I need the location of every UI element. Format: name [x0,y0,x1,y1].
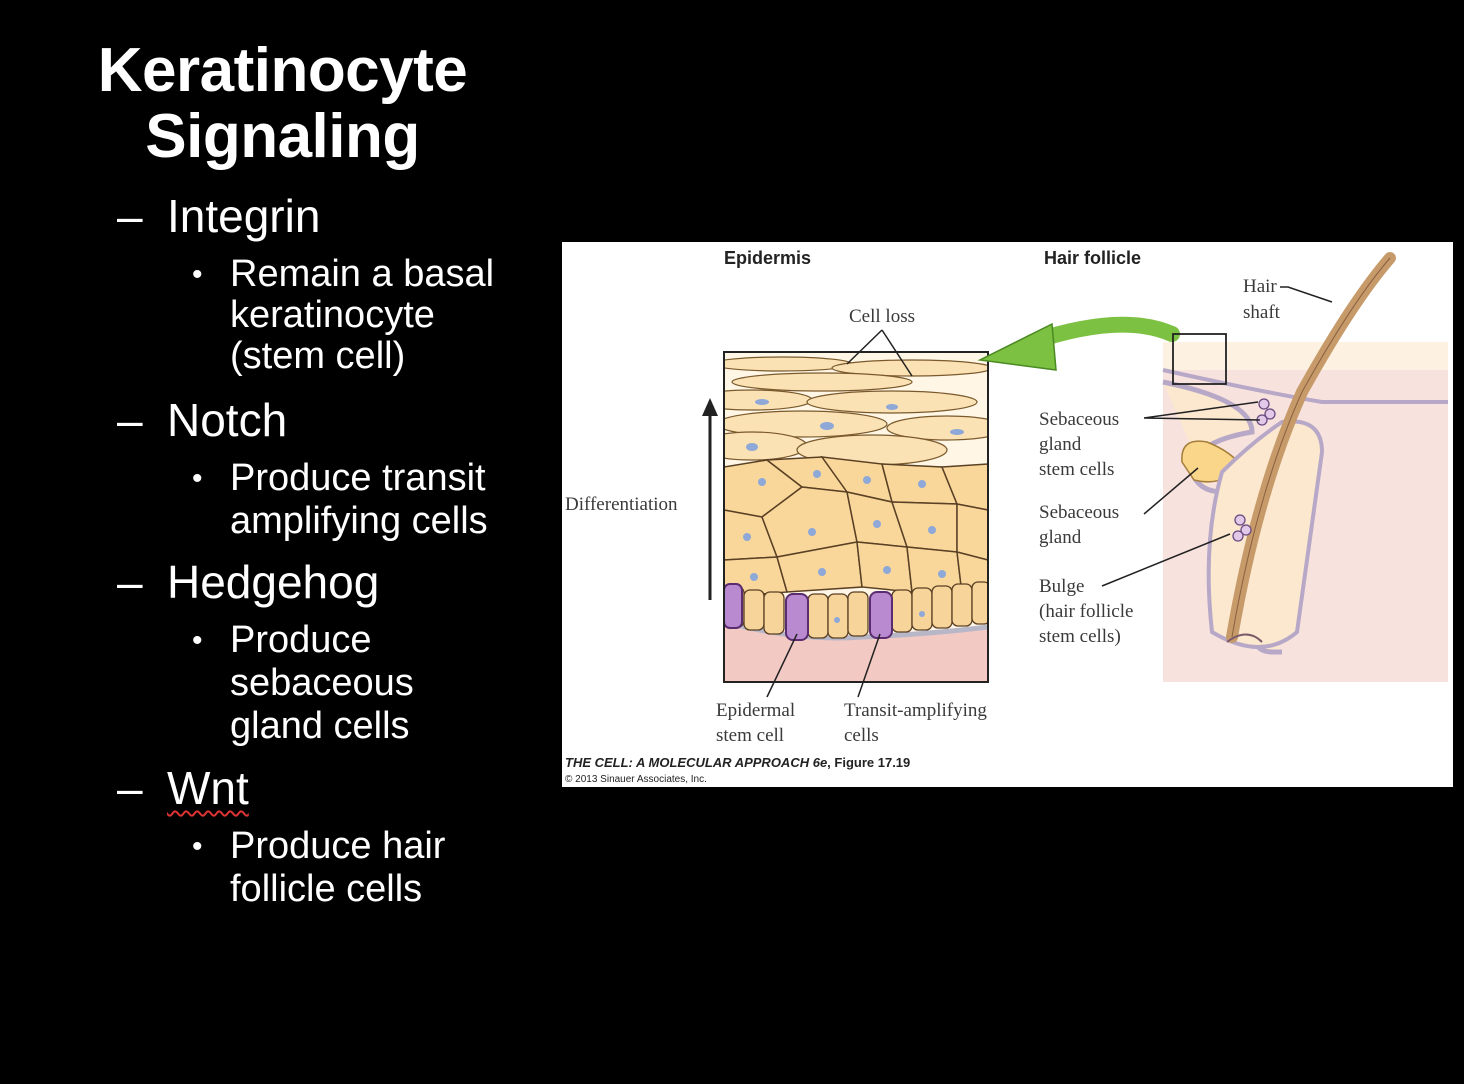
copyright: © 2013 Sinauer Associates, Inc. [565,774,707,785]
label-bulge-3: stem cells) [1039,626,1121,647]
caption: THE CELL: A MOLECULAR APPROACH 6e, Figur… [565,755,910,770]
sub-text: (stem cell) [230,335,406,377]
label-seb-stem-1: Sebaceous [1039,409,1119,430]
bullet-wnt: –Wnt [117,764,249,812]
label-seb-gland-1: Sebaceous [1039,502,1119,523]
caption-title: THE CELL: A MOLECULAR APPROACH 6e [565,755,827,770]
cell-loss-pointer [846,329,913,377]
stem-cells [724,583,893,641]
title-line-2: Signaling [145,102,420,171]
label-epidermal-stem-1: Epidermal [716,700,795,721]
bullet-integrin: –Integrin [117,192,320,240]
dash-marker: – [117,762,143,814]
dot-marker: • [192,258,203,291]
label-hair: Hair [1243,276,1277,297]
caption-figure: , Figure 17.19 [827,755,910,770]
sub-text: follicle cells [230,868,423,910]
skin-illustration: Epidermis Hair follicle [565,248,1448,785]
bullet-notch: –Notch [117,396,287,444]
epidermis-block [724,352,988,682]
dot-marker: • [192,462,203,495]
sub-text: keratinocyte [230,294,435,336]
bullet-label: Hedgehog [167,556,380,608]
heading-hair-follicle: Hair follicle [1044,248,1141,268]
label-bulge-1: Bulge [1039,576,1084,597]
label-shaft: shaft [1243,302,1281,323]
dot-marker: • [192,830,203,863]
zoom-box [1172,333,1227,385]
title-line-1: Keratinocyte [97,36,468,105]
label-seb-gland-2: gland [1039,527,1082,548]
label-bulge-2: (hair follicle [1039,601,1133,622]
sub-text: Produce hair [230,825,446,867]
dash-marker: – [117,190,143,242]
hair-follicle-illustration [1162,252,1448,682]
figure-skin-diagram: Epidermis Hair follicle [562,242,1453,787]
bullet-label: Wnt [167,762,249,814]
dash-marker: – [117,394,143,446]
sub-text: gland cells [230,705,410,747]
sub-text: Produce [230,619,372,661]
label-seb-stem-3: stem cells [1039,459,1114,480]
dot-marker: • [192,624,203,657]
sub-text: Remain a basal [230,253,495,295]
label-epidermal-stem-2: stem cell [716,725,784,746]
label-cell-loss: Cell loss [849,306,915,327]
sub-text: sebaceous [230,662,414,704]
label-differentiation: Differentiation [565,494,678,515]
bullet-hedgehog: –Hedgehog [117,558,379,606]
epidermis-frame [723,351,989,683]
heading-epidermis: Epidermis [724,248,811,268]
bullet-label: Notch [167,394,288,446]
sub-text: Produce transit [230,457,486,499]
label-seb-stem-2: gland [1039,434,1082,455]
label-transit-2: cells [844,725,879,746]
bulge-stem-cells [1232,398,1276,542]
sub-text: amplifying cells [230,500,488,542]
label-transit-1: Transit-amplifying [844,700,987,721]
slide-title: Keratinocyte Signaling [60,38,505,170]
dash-marker: – [117,556,143,608]
bullet-label: Integrin [167,190,321,242]
